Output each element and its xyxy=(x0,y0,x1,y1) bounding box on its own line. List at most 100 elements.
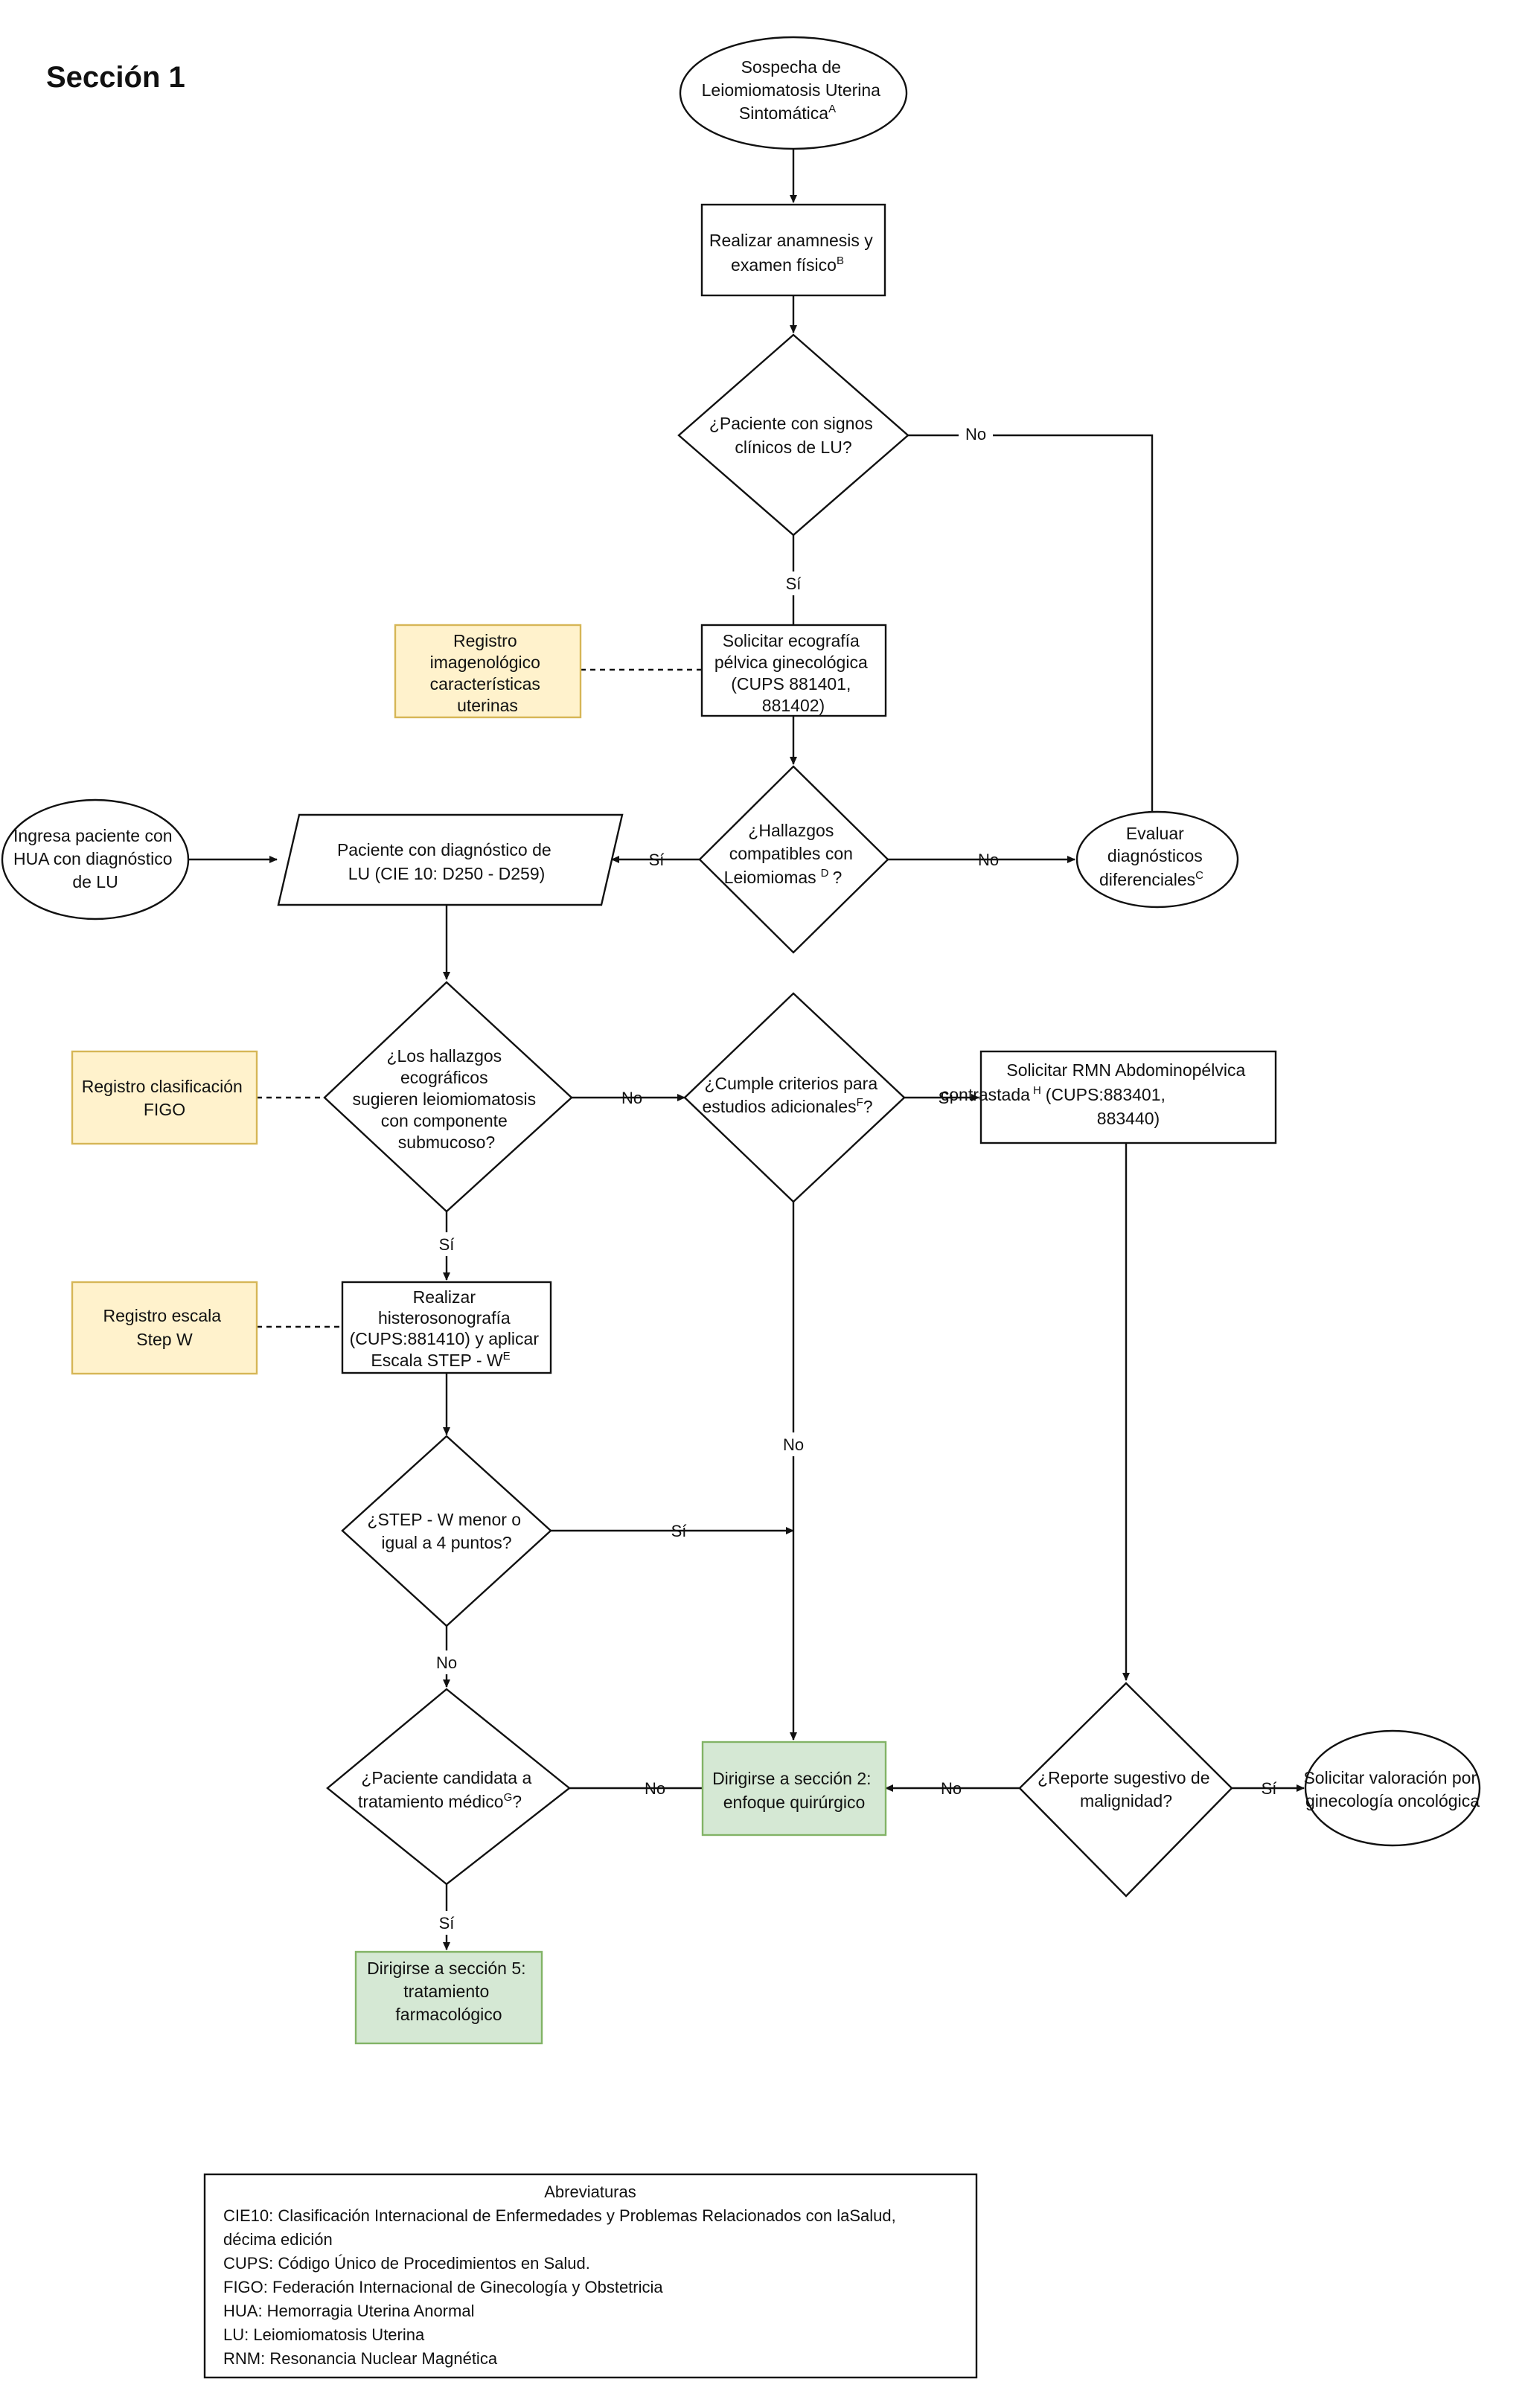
hystero-line: (CUPS:881410) y aplicar xyxy=(350,1329,540,1348)
step-line: ¿STEP - W menor o xyxy=(367,1510,521,1529)
reg-img-line: uterinas xyxy=(457,696,518,715)
differential-line: diferenciales xyxy=(1099,870,1195,889)
edge-label-step-no: No xyxy=(436,1653,457,1672)
sec2-line: enfoque quirúrgico xyxy=(723,1793,866,1812)
start-line: Sintomática xyxy=(739,103,828,123)
onco-ellipse xyxy=(1304,1729,1481,1847)
edge-label-bg xyxy=(959,423,993,446)
reg-step-label: Registro escala Step W xyxy=(103,1306,226,1349)
onco-label: Solicitar valoración por ginecología onc… xyxy=(1303,1768,1481,1810)
hua-line: de LU xyxy=(72,872,118,891)
reg-step-line: Step W xyxy=(136,1330,193,1349)
edge-labels: No Sí No Sí No Sí Sí No Sí No No Sí No S… xyxy=(429,423,1276,1935)
edge-label-bg xyxy=(778,571,809,595)
anamnesis-line: examen físico xyxy=(731,255,837,275)
edge-label-bg xyxy=(429,1650,464,1674)
reg-step-line: Registro escala xyxy=(103,1306,222,1325)
edge-label-criteria-yes: Sí xyxy=(939,1089,954,1107)
anamnesis-line: Realizar anamnesis y xyxy=(709,231,873,250)
submucous-label: ¿Los hallazgos ecográficos sugieren leio… xyxy=(352,1046,540,1152)
edge-label-bg xyxy=(431,1911,462,1935)
reg-img-box xyxy=(394,624,582,719)
compatible-suffix: ? xyxy=(833,868,843,887)
submucous-diamond xyxy=(323,981,573,1213)
rmn-line: contrastada xyxy=(941,1085,1030,1104)
echo-box xyxy=(700,624,887,717)
criteria-suffix: ? xyxy=(863,1097,873,1116)
differential-label: Evaluar diagnósticos diferencialesC xyxy=(1099,824,1207,889)
submucous-line: con componente xyxy=(381,1111,508,1130)
rmn-sup: H xyxy=(1033,1084,1041,1097)
hystero-line: Realizar xyxy=(413,1287,476,1307)
start-sup: A xyxy=(828,103,836,115)
hystero-label: Realizar histerosonografía (CUPS:881410)… xyxy=(350,1287,544,1370)
edge-signs-differential xyxy=(908,434,1156,819)
signs-line: ¿Paciente con signos xyxy=(709,414,873,433)
compatible-diamond xyxy=(698,765,889,954)
echo-line: Solicitar ecografía xyxy=(723,631,860,650)
reg-figo-label: Registro clasificación FIGO xyxy=(82,1077,247,1119)
compatible-sup: D xyxy=(821,867,829,880)
rmn-line: (CUPS:883401, xyxy=(1046,1085,1166,1104)
reg-img-line: imagenológico xyxy=(430,653,540,672)
submucous-line: ecográficos xyxy=(400,1068,488,1087)
reg-img-line: Registro xyxy=(453,631,517,650)
dx-label: Paciente con diagnóstico de LU (CIE 10: … xyxy=(337,840,556,883)
abbreviation-line: CIE10: Clasificación Internacional de En… xyxy=(223,2206,896,2225)
medical-line: ¿Paciente candidata a xyxy=(361,1768,531,1787)
hystero-line: Escala STEP - W xyxy=(371,1351,503,1370)
signs-line: clínicos de LU? xyxy=(735,438,851,457)
sec5-line: tratamiento xyxy=(403,1982,489,2001)
submucous-line: sugieren leiomiomatosis xyxy=(352,1089,536,1109)
reg-img-line: características xyxy=(430,674,540,694)
reg-figo-line: Registro clasificación xyxy=(82,1077,243,1096)
medical-label: ¿Paciente candidata a tratamiento médico… xyxy=(358,1768,537,1811)
hystero-box xyxy=(341,1281,552,1374)
start-label: Sospecha de Leiomiomatosis Uterina Sinto… xyxy=(702,57,886,123)
hystero-line: histerosonografía xyxy=(378,1308,511,1328)
abbreviation-line: décima edición xyxy=(223,2230,333,2249)
reg-figo-box xyxy=(71,1050,258,1145)
compatible-line: ¿Hallazgos xyxy=(748,821,834,840)
abbreviations-heading: Abreviaturas xyxy=(544,2183,636,2201)
abbreviation-line: CUPS: Código Único de Procedimientos en … xyxy=(223,2254,590,2273)
onco-line: Solicitar valoración por xyxy=(1303,1768,1477,1787)
edge-label-signs-no: No xyxy=(965,425,986,444)
medical-line: tratamiento médico xyxy=(358,1792,504,1811)
reg-img-label: Registro imagenológico características u… xyxy=(430,631,546,715)
echo-line: (CUPS 881401, xyxy=(731,674,851,694)
edge-label-submucous-yes: Sí xyxy=(439,1235,455,1254)
reg-figo-line: FIGO xyxy=(144,1100,185,1119)
anamnesis-label: Realizar anamnesis y examen físicoB xyxy=(709,231,877,275)
signs-diamond xyxy=(677,333,909,537)
hua-label: Ingresa paciente con HUA con diagnóstico… xyxy=(13,826,177,891)
abbreviations-frame xyxy=(203,2173,978,2379)
sec5-line: farmacológico xyxy=(395,2005,502,2024)
malignancy-line: malignidad? xyxy=(1080,1791,1172,1810)
section-title: Sección 1 xyxy=(46,61,185,94)
criteria-diamond xyxy=(683,992,906,1203)
abbreviations-list: CIE10: Clasificación Internacional de En… xyxy=(223,2206,901,2368)
abbreviation-line: FIGO: Federación Internacional de Gineco… xyxy=(223,2278,663,2296)
submucous-line: ¿Los hallazgos xyxy=(386,1046,502,1066)
criteria-sup: F xyxy=(857,1096,863,1109)
abbreviations-box: Abreviaturas CIE10: Clasificación Intern… xyxy=(203,2173,978,2379)
sec2-box xyxy=(701,1741,887,1837)
edge-label-medical-no: No xyxy=(645,1779,665,1798)
onco-line: ginecología oncológica xyxy=(1305,1791,1480,1810)
sec2-line: Dirigirse a sección 2: xyxy=(712,1769,871,1788)
edge-label-signs-yes: Sí xyxy=(786,574,802,593)
abbreviation-line: RNM: Resonancia Nuclear Magnética xyxy=(223,2349,498,2368)
edge-label-step-yes: Sí xyxy=(671,1522,687,1540)
malignancy-label: ¿Reporte sugestivo de malignidad? xyxy=(1038,1768,1215,1810)
rmn-box xyxy=(979,1050,1277,1144)
hua-line: HUA con diagnóstico xyxy=(13,849,173,868)
step-line: igual a 4 puntos? xyxy=(381,1533,511,1552)
differential-line: Evaluar xyxy=(1126,824,1184,843)
start-ellipse xyxy=(679,36,908,150)
abbreviation-line: LU: Leiomiomatosis Uterina xyxy=(223,2325,425,2344)
echo-line: 881402) xyxy=(762,696,825,715)
sec5-line: Dirigirse a sección 5: xyxy=(367,1959,525,1978)
